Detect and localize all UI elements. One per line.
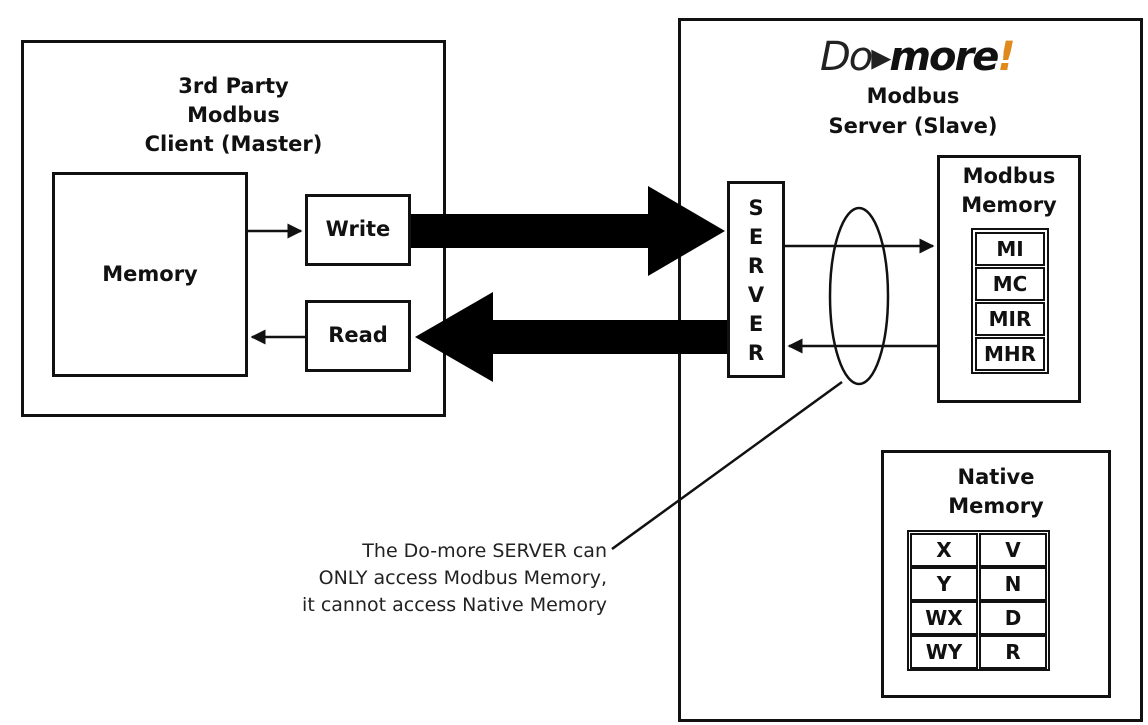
note-line-3: it cannot access Native Memory (302, 594, 607, 616)
callout-line (611, 380, 843, 551)
modbus-cell-mc: MC (975, 267, 1045, 301)
client-title-line-3: Client (Master) (144, 132, 323, 156)
server-title-line-2: Server (Slave) (828, 114, 998, 138)
read-big-arrow (415, 292, 727, 382)
native-cell-d: D (979, 601, 1047, 635)
native-cell-wx: WX (910, 601, 978, 635)
modbus-cell-mir: MIR (975, 302, 1045, 336)
server-letter: R (747, 254, 765, 278)
native-cell-r: R (979, 635, 1047, 669)
note-line-2: ONLY access Modbus Memory, (318, 567, 607, 589)
native-cell-y: Y (910, 567, 978, 601)
modbus-cell-mhr: MHR (975, 337, 1045, 371)
modbus-cell-mi: MI (975, 232, 1045, 266)
server-letter: R (747, 341, 765, 365)
server-letter: V (747, 283, 765, 307)
native-cell-wy: WY (910, 635, 978, 669)
logo-arrow-icon: ▸ (871, 34, 891, 80)
write-box (305, 194, 411, 266)
logo-mark-icon: ! (997, 34, 1015, 80)
client-memory-box (52, 172, 248, 377)
native-cell-x: X (910, 533, 978, 567)
server-block (727, 181, 785, 378)
note-line-1: The Do-more SERVER can (362, 540, 607, 562)
callout-note: The Do-more SERVER can ONLY access Modbu… (222, 538, 607, 619)
do-more-logo: Do▸more! (820, 34, 1016, 80)
server-letter: E (748, 312, 764, 336)
server-letter: E (748, 225, 764, 249)
modbus-memory-title-line-2: Memory (961, 193, 1057, 217)
logo-do-text: Do (820, 34, 873, 80)
native-cell-n: N (979, 567, 1047, 601)
modbus-memory-title-line-1: Modbus (962, 164, 1056, 188)
write-label: Write (325, 217, 391, 241)
client-title-line-2: Modbus (187, 103, 280, 127)
read-box (305, 300, 411, 372)
server-title-line-1: Modbus (866, 84, 960, 108)
write-big-arrow (411, 186, 725, 276)
native-cell-v: V (979, 533, 1047, 567)
client-memory-label: Memory (102, 262, 198, 286)
native-memory-title-line-1: Native (957, 465, 1035, 489)
client-title-line-1: 3rd Party (178, 74, 289, 98)
read-label: Read (328, 323, 388, 347)
server-letters: S E R V E R (727, 194, 785, 368)
logo-more-text: more (889, 34, 999, 80)
access-ellipse (828, 206, 890, 386)
native-memory-title-line-2: Memory (948, 494, 1044, 518)
server-letter: S (748, 196, 764, 220)
